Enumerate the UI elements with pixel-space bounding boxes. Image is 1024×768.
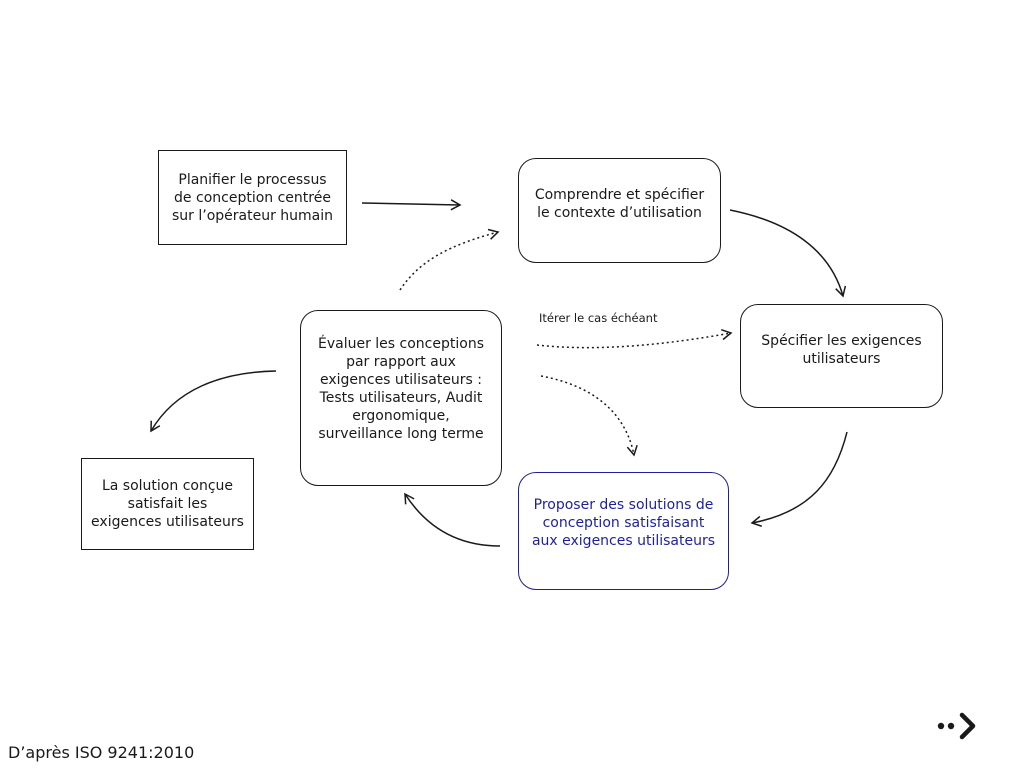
arrow-context-to-requirements [729, 209, 847, 298]
arrow-requirements-to-solutions [750, 431, 848, 527]
node-result: La solution conçue satisfait les exigenc… [81, 458, 254, 550]
node-requirements: Spécifier les exigences utilisateurs [740, 304, 943, 408]
source-caption: D’après ISO 9241:2010 [8, 743, 195, 762]
dotted-arrow-evaluate-to-solutions [540, 375, 638, 457]
node-context-label: Comprendre et spécifier le contexte d’ut… [534, 186, 705, 221]
dots-chevron-right-icon [937, 712, 976, 740]
node-plan-label: Planifier le processus de conception cen… [171, 171, 334, 224]
node-requirements-label: Spécifier les exigences utilisateurs [761, 333, 922, 367]
node-evaluate-label: Évaluer les conceptions par rapport aux … [318, 336, 484, 442]
arrow-evaluate-to-result [150, 370, 277, 433]
node-context: Comprendre et spécifier le contexte d’ut… [518, 158, 721, 263]
node-result-label: La solution conçue satisfait les exigenc… [91, 478, 244, 530]
dotted-arrow-evaluate-to-requirements [536, 328, 733, 349]
arrow-plan-to-context [361, 199, 462, 211]
node-plan: Planifier le processus de conception cen… [158, 150, 347, 245]
iterate-label: Itérer le cas échéant [539, 311, 658, 325]
node-solutions-label: Proposer des solutions de conception sat… [531, 497, 716, 549]
dotted-arrow-evaluate-to-context [399, 228, 500, 291]
node-evaluate: Évaluer les conceptions par rapport aux … [300, 310, 502, 486]
arrow-solutions-to-evaluate [404, 492, 501, 547]
node-solutions: Proposer des solutions de conception sat… [518, 472, 729, 590]
